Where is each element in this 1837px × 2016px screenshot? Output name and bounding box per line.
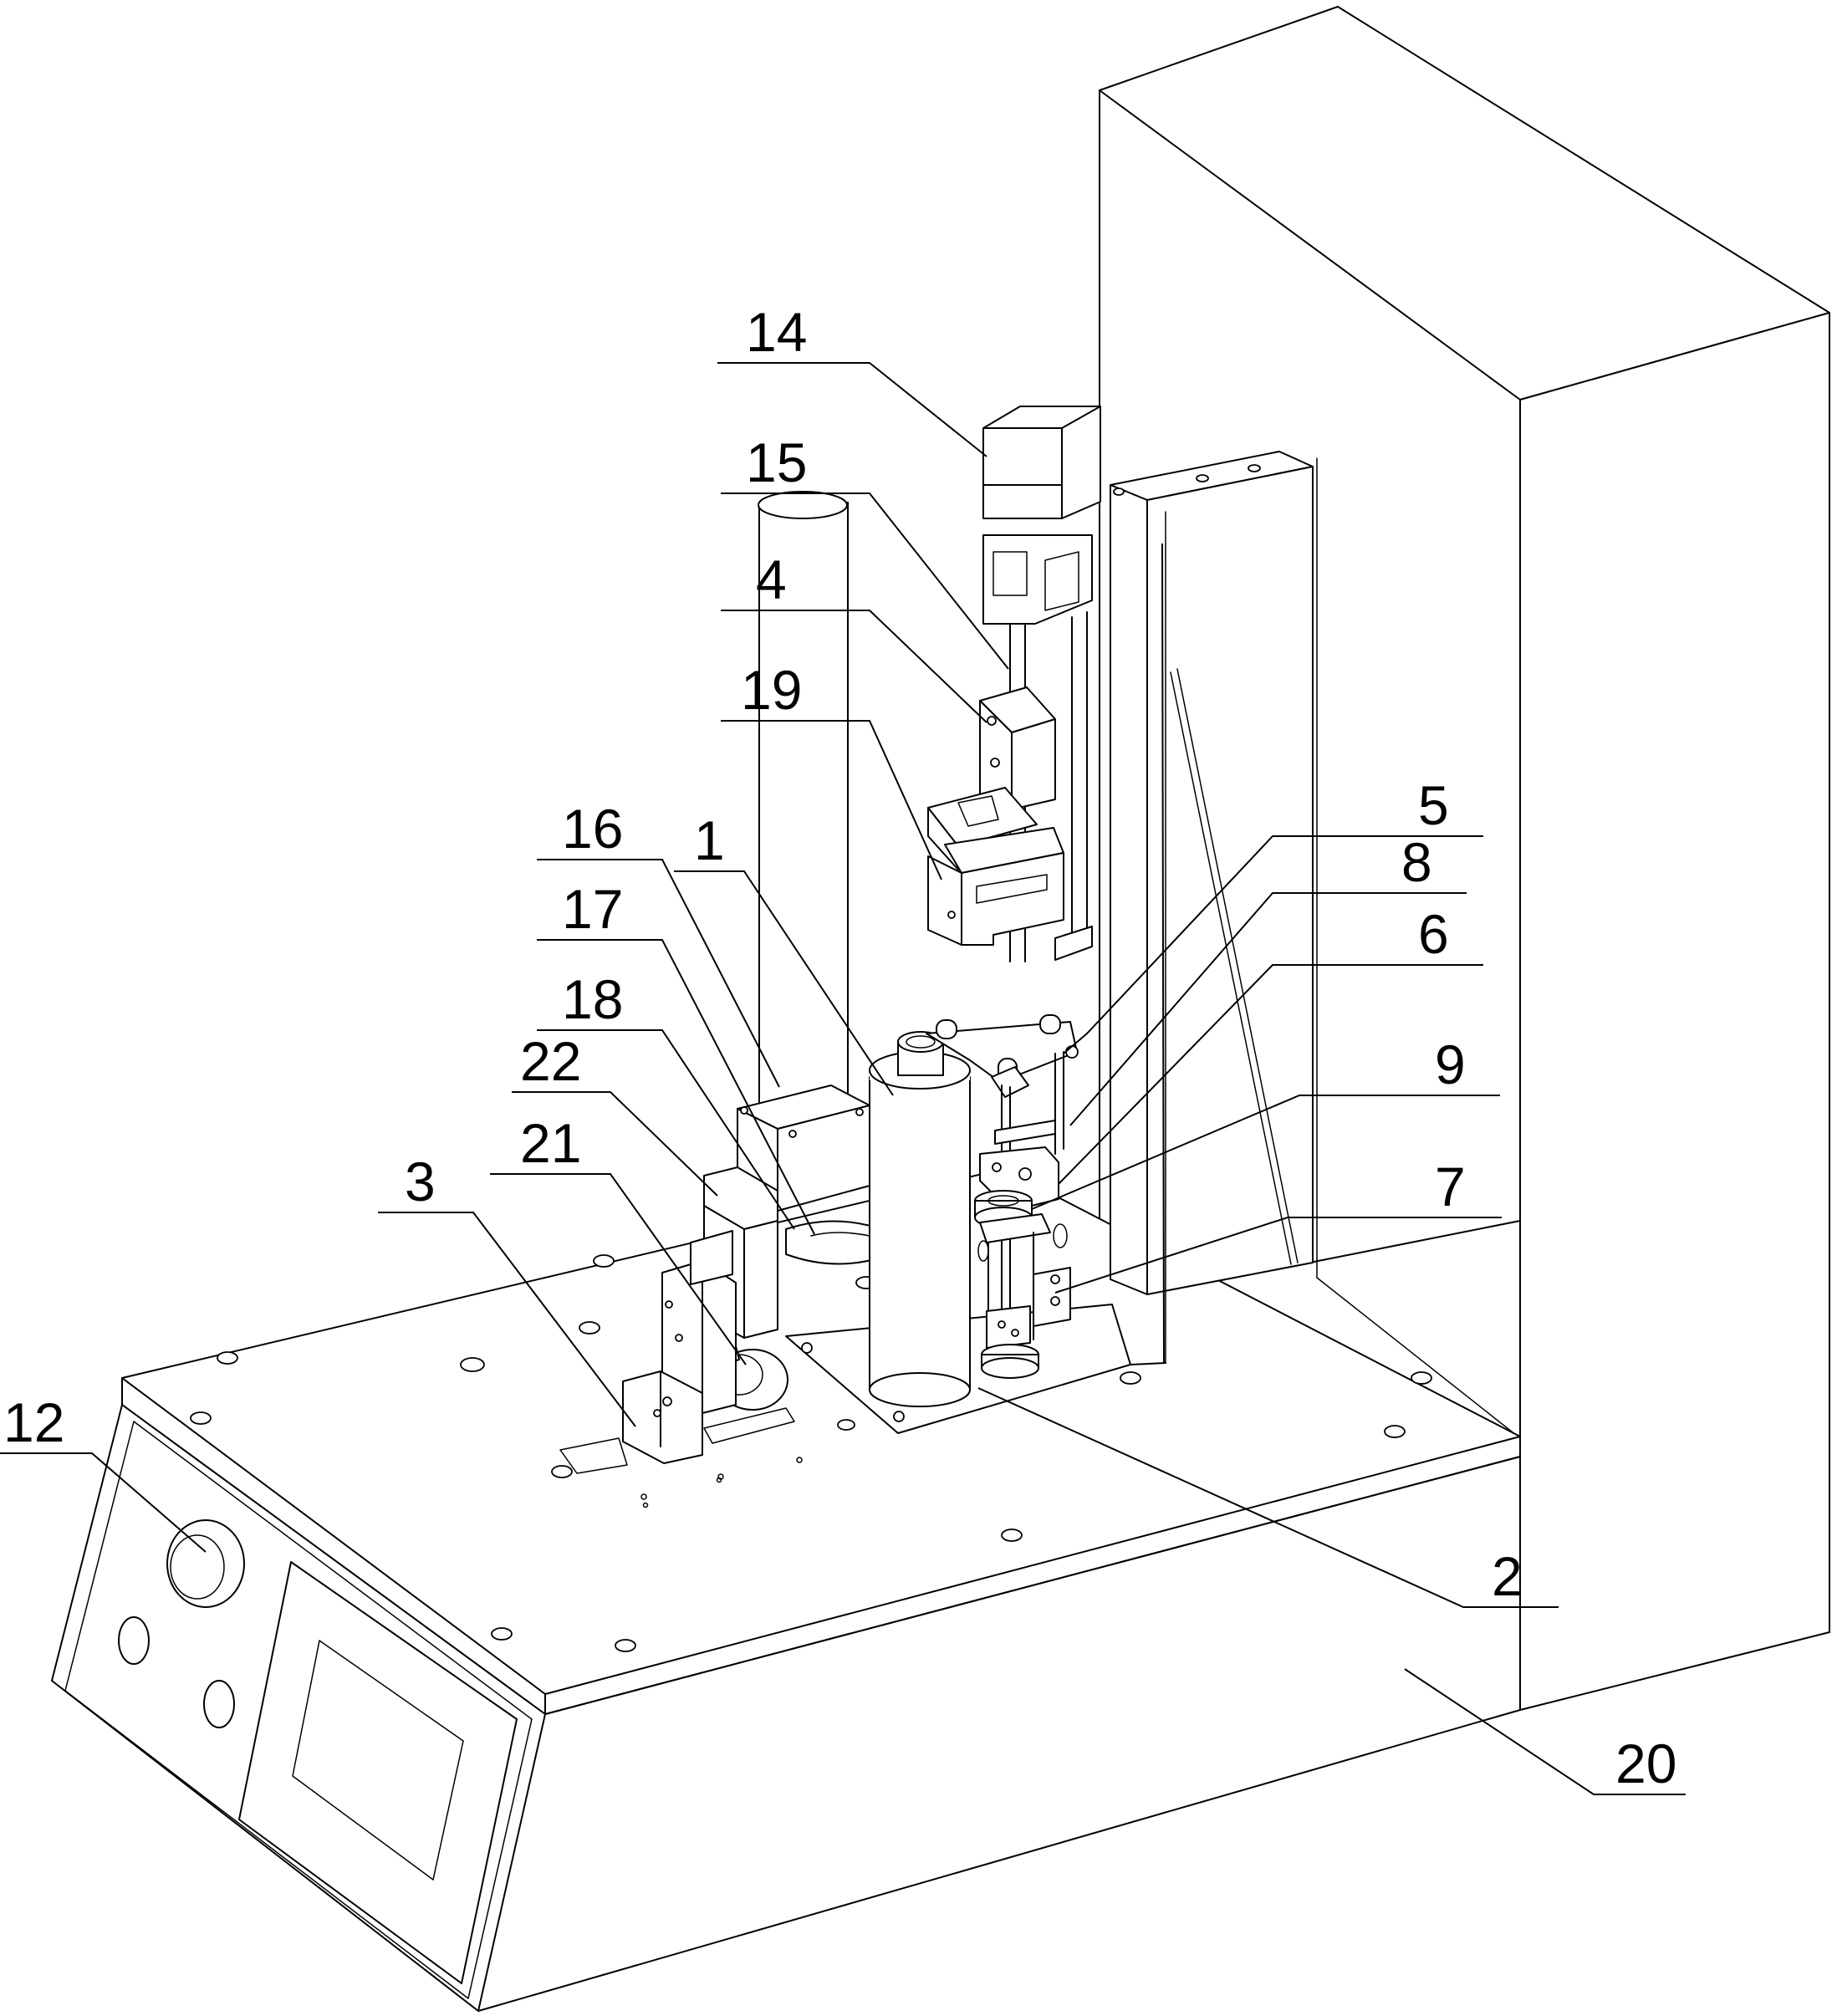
lead-screw-15 xyxy=(982,534,1093,962)
callout-9: 9 xyxy=(1435,1034,1466,1095)
stepper-motor-14 xyxy=(982,406,1101,519)
callout-19: 19 xyxy=(741,659,802,721)
gripper-clamp-19 xyxy=(927,787,1064,946)
callout-12: 12 xyxy=(3,1391,64,1453)
fixture-plate-5 xyxy=(926,1014,1079,1098)
callout-3: 3 xyxy=(405,1151,436,1212)
callout-20: 20 xyxy=(1615,1733,1676,1794)
callout-4: 4 xyxy=(756,549,787,610)
callout-5: 5 xyxy=(1418,774,1449,836)
indicator-light-right xyxy=(203,1680,235,1728)
callout-14: 14 xyxy=(746,301,807,363)
callout-21: 21 xyxy=(520,1112,581,1174)
callout-labels: 14 15 4 19 16 1 17 18 22 21 3 12 5 8 6 9… xyxy=(3,301,1676,1794)
main-cylinder-1 xyxy=(869,1031,971,1407)
indicator-light-left xyxy=(118,1616,150,1665)
clamp-assembly-7 xyxy=(977,1213,1071,1379)
leader-lines xyxy=(0,362,1686,1795)
callout-18: 18 xyxy=(562,968,623,1030)
callout-22: 22 xyxy=(520,1030,581,1092)
callout-8: 8 xyxy=(1401,831,1432,893)
callout-6: 6 xyxy=(1418,903,1449,965)
callout-15: 15 xyxy=(746,431,807,493)
knob-12[interactable] xyxy=(166,1519,245,1608)
callout-16: 16 xyxy=(562,798,623,860)
callout-17: 17 xyxy=(562,878,623,940)
vertical-column xyxy=(1110,451,1314,1365)
callout-7: 7 xyxy=(1435,1156,1466,1217)
base-slide-3 xyxy=(559,1230,795,1474)
slider-block-4 xyxy=(979,686,1056,810)
callout-2: 2 xyxy=(1492,1545,1523,1607)
display-screen xyxy=(238,1561,518,1984)
base-table xyxy=(51,1168,1521,2012)
callout-1: 1 xyxy=(694,809,725,871)
